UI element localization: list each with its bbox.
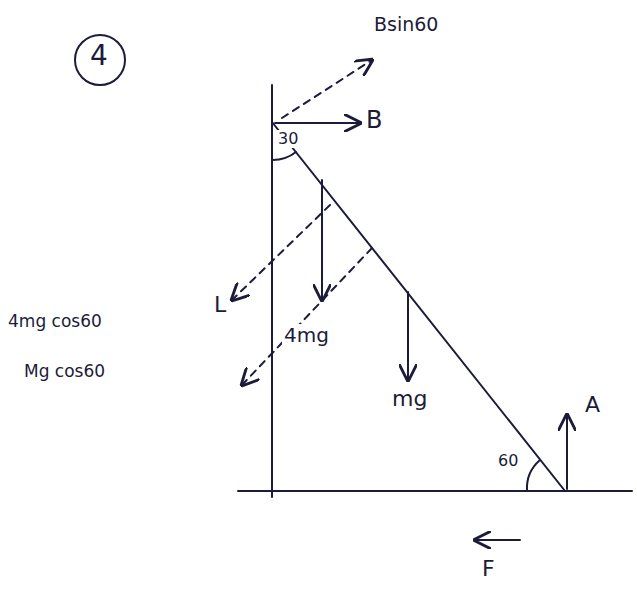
component-label: 4mg cos60 bbox=[6, 312, 104, 332]
component-label: Mg cos60 bbox=[22, 362, 107, 382]
friction-arrow bbox=[475, 539, 520, 541]
angle-arc bbox=[527, 460, 540, 491]
force-label: F bbox=[480, 556, 497, 581]
question-number: 4 bbox=[88, 40, 110, 72]
wall bbox=[271, 85, 273, 497]
reaction-arrow bbox=[566, 415, 568, 489]
component-arrow bbox=[242, 248, 372, 385]
force-label: mg bbox=[390, 386, 429, 411]
force-arrow bbox=[275, 122, 360, 124]
ground bbox=[238, 490, 632, 492]
force-label: A bbox=[583, 392, 602, 417]
angle-label: 30 bbox=[276, 130, 300, 148]
force-label: Bsin60 bbox=[372, 14, 440, 36]
force-label: B bbox=[364, 107, 384, 135]
angle-arc bbox=[272, 152, 296, 160]
question-circle bbox=[75, 35, 125, 85]
weight-arrow bbox=[407, 292, 409, 380]
weight-arrow bbox=[321, 180, 323, 300]
angle-label: 60 bbox=[496, 452, 520, 470]
force-label: 4mg bbox=[282, 324, 331, 347]
component-arrow bbox=[282, 60, 372, 118]
force-label: L bbox=[212, 292, 228, 317]
component-arrow bbox=[232, 205, 330, 300]
